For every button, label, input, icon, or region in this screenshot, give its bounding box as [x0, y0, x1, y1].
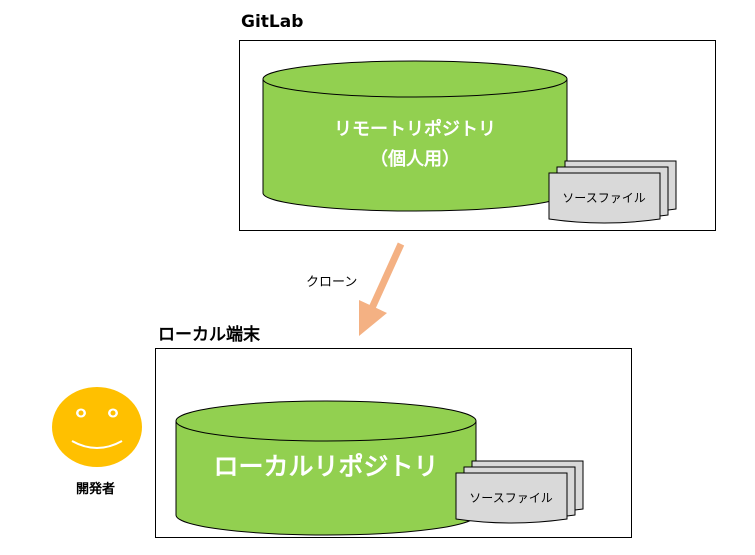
remote-source-files-label: ソースファイル: [562, 191, 645, 205]
local-repository-label: ローカルリポジトリ: [213, 452, 438, 481]
remote-repository-cylinder: リモートリポジトリ （個人用）: [262, 60, 568, 212]
developer-label: 開発者: [76, 482, 116, 497]
developer-smiley-icon: [52, 387, 142, 467]
remote-repository-label: リモートリポジトリ: [334, 118, 496, 140]
local-repository-cylinder: ローカルリポジトリ: [175, 400, 477, 536]
clone-arrow-icon: [359, 242, 405, 336]
local-title: ローカル端末: [158, 325, 260, 345]
remote-repository-sublabel: （個人用）: [370, 149, 460, 170]
local-source-files-label: ソースファイル: [469, 491, 552, 505]
clone-label: クローン: [306, 275, 358, 290]
local-source-files-icon: ソースファイル: [455, 460, 584, 524]
remote-source-files-icon: ソースファイル: [548, 160, 677, 224]
remote-title: GitLab: [241, 12, 304, 32]
